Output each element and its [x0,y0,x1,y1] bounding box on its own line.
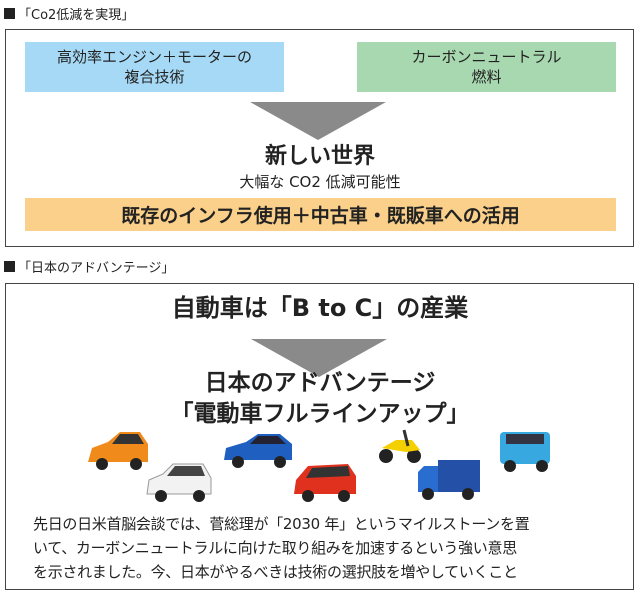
blue-sedan-image [224,434,292,468]
body-paragraph: 先日の日米首脳会談では、菅総理が「2030 年」というマイルストーンを置 いて、… [33,512,613,584]
lineup-title: 「電動車フルラインアップ」 [170,401,470,427]
paragraph-line: 先日の日米首脳会談では、菅総理が「2030 年」というマイルストーンを置 [33,515,530,533]
paragraph-line: いて、カーボンニュートラルに向けた取り組みを加速するという強い意思 [33,539,517,557]
infrastructure-text: 既存のインフラ使用＋中古車・既販車への活用 [121,205,520,227]
new-world-heading: 新しい世界 [264,144,375,169]
box-line: カーボンニュートラル [411,48,562,66]
section-advantage-label: 「日本のアドバンテージ」 [4,257,174,276]
vehicle-lineup [88,429,550,502]
box-line: 燃料 [471,68,502,86]
box-line: 複合技術 [124,68,185,86]
infrastructure-bar: 既存のインフラ使用＋中古車・既販車への活用 [25,198,616,231]
orange-hatchback-image [88,432,148,470]
down-arrow-icon [250,102,386,140]
yellow-scooter-image [379,429,421,463]
co2-subheading: 大幅な CO2 低減可能性 [239,173,401,191]
square-bullet-icon [4,261,15,272]
section-co2-label: 「Co2低減を実現」 [4,4,134,23]
box-line: 高効率エンジン＋モーターの [56,48,252,66]
advantage-title: 日本のアドバンテージ [204,370,436,396]
down-arrow-icon [251,339,387,377]
carbon-neutral-fuel-box: カーボンニュートラル 燃料 [357,42,616,92]
red-minivan-image [294,464,356,502]
paragraph-line: を示されました。今、日本がやるべきは技術の選択肢を増やしていくこと [33,563,518,581]
section-label-text: 「Co2低減を実現」 [18,8,135,23]
white-suv-image [146,463,212,502]
cyan-kei-suv-image [500,432,550,472]
blue-truck-image [418,460,480,500]
section-label-text: 「日本のアドバンテージ」 [18,261,175,276]
square-bullet-icon [4,8,15,19]
btoc-heading: 自動車は「B to C」の産業 [171,294,469,322]
efficient-engine-box: 高効率エンジン＋モーターの 複合技術 [25,42,284,92]
